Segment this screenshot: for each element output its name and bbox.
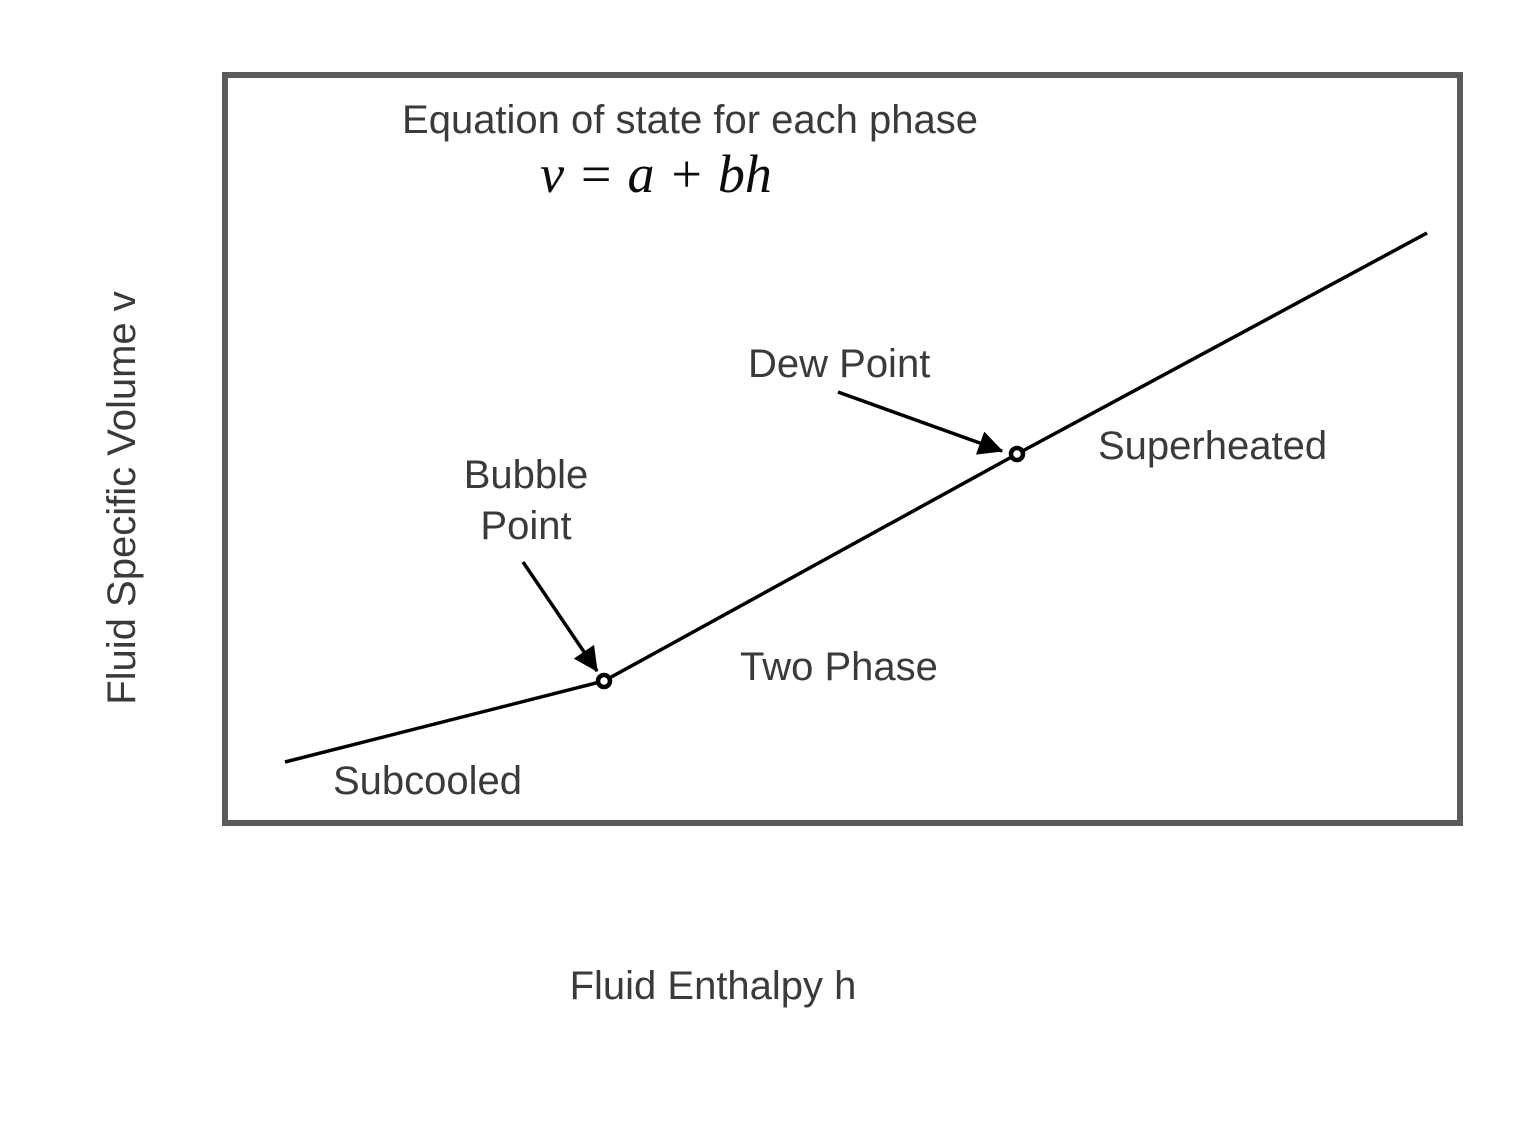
- dew-point-label: Dew Point: [748, 342, 931, 386]
- dew-point-arrow: [837, 390, 1004, 455]
- bubble-point-arrow: [521, 561, 599, 673]
- dew-point-marker: [1008, 445, 1026, 463]
- annotation-arrow-layer: [521, 390, 1004, 673]
- equation-text: v = a + bh: [540, 144, 772, 204]
- two-phase-region-label: Two Phase: [740, 645, 938, 689]
- point-marker-layer: [595, 445, 1026, 690]
- superheated-region-label: Superheated: [1098, 424, 1328, 468]
- plot-border: [222, 72, 1463, 826]
- bubble-point-label: Bubble Point: [463, 453, 589, 548]
- plot-title: Equation of state for each phase: [402, 98, 978, 142]
- subcooled-region-label: Subcooled: [333, 759, 523, 803]
- phase-curve-layer: [284, 231, 1428, 764]
- y-axis-label: Fluid Specific Volume v: [100, 291, 144, 705]
- x-axis-label: Fluid Enthalpy h: [569, 964, 857, 1008]
- bubble-point-marker: [595, 672, 613, 690]
- phase-curve: [284, 231, 1428, 764]
